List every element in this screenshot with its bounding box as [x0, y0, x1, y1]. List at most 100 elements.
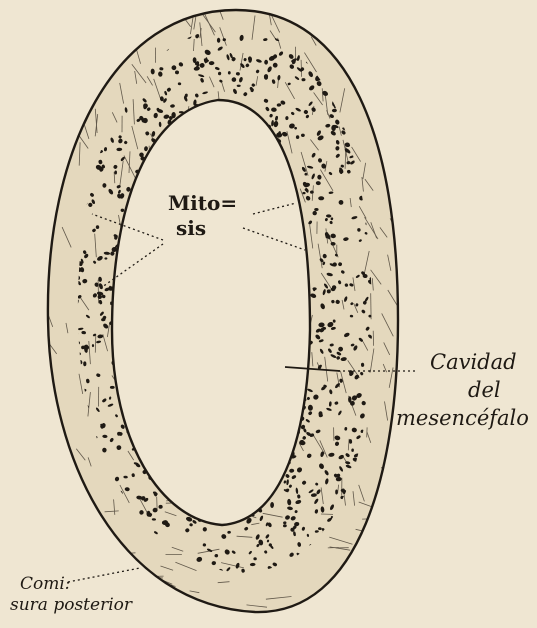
fibre-stroke	[61, 34, 68, 46]
fibre-stroke	[406, 335, 410, 357]
fibre-stroke	[98, 280, 99, 304]
fibre-stroke	[56, 115, 59, 138]
cell-nucleus	[114, 53, 119, 59]
cell-nucleus	[101, 29, 105, 32]
fibre-stroke	[404, 46, 407, 61]
cell-nucleus	[77, 113, 84, 120]
cell-nucleus	[88, 59, 93, 64]
fibre-stroke	[47, 534, 68, 535]
fibre-stroke	[407, 355, 410, 375]
cell-nucleus	[102, 64, 107, 70]
cell-nucleus	[366, 32, 372, 37]
cell-nucleus	[109, 553, 113, 558]
cell-nucleus	[156, 22, 162, 28]
cell-nucleus	[72, 503, 79, 509]
fibre-stroke	[76, 94, 77, 116]
fibre-stroke	[133, 610, 150, 616]
fibre-stroke	[365, 619, 383, 623]
cell-nucleus	[360, 51, 364, 55]
fibre-stroke	[43, 145, 44, 164]
mitosis-label-line-1: Mito=	[168, 193, 237, 213]
cell-nucleus	[314, 208, 318, 211]
fibre-stroke	[397, 562, 413, 568]
cell-nucleus	[94, 43, 98, 48]
cell-nucleus	[80, 505, 84, 509]
cell-nucleus	[370, 77, 376, 83]
fibre-stroke	[38, 323, 42, 344]
fibre-stroke	[383, 600, 407, 603]
cell-nucleus	[102, 70, 106, 74]
fibre-stroke	[124, 564, 135, 568]
fibre-stroke	[269, 616, 293, 624]
fibre-stroke	[406, 149, 409, 171]
cell-nucleus	[96, 84, 101, 90]
cell-nucleus	[351, 21, 358, 26]
fibre-stroke	[94, 585, 113, 587]
commissure-leader	[68, 568, 140, 582]
fibre-stroke	[77, 507, 92, 508]
fibre-stroke	[72, 70, 84, 86]
cell-nucleus	[358, 80, 363, 86]
fibre-stroke	[407, 591, 420, 593]
cell-nucleus	[335, 40, 342, 47]
cell-nucleus	[371, 515, 377, 522]
cell-nucleus	[375, 87, 381, 93]
cell-nucleus	[310, 25, 316, 29]
cell-nucleus	[75, 567, 82, 574]
fibre-stroke	[381, 47, 383, 56]
fibre-stroke	[362, 541, 377, 542]
commissure-label-line-2: sura posterior	[10, 597, 132, 614]
cell-nucleus	[67, 491, 72, 496]
cell-nucleus	[72, 30, 79, 37]
cell-nucleus	[110, 56, 114, 60]
cell-nucleus	[106, 60, 114, 67]
cell-nucleus	[92, 72, 98, 77]
cell-nucleus	[354, 37, 359, 41]
cell-nucleus	[356, 574, 359, 579]
cell-nucleus	[76, 574, 81, 578]
fibre-stroke	[260, 616, 279, 618]
cell-nucleus	[378, 574, 382, 578]
fibre-stroke	[254, 614, 273, 617]
cell-nucleus	[80, 61, 84, 65]
cell-nucleus	[361, 560, 365, 565]
cell-nucleus	[369, 68, 373, 72]
cell-nucleus	[373, 539, 377, 545]
cell-nucleus	[86, 69, 91, 74]
fibre-stroke	[404, 496, 412, 514]
cell-nucleus	[111, 564, 115, 568]
cell-nucleus	[112, 56, 117, 61]
fibre-stroke	[403, 114, 411, 135]
fibre-stroke	[67, 120, 74, 139]
cell-nucleus	[296, 135, 299, 139]
cell-nucleus	[126, 42, 131, 47]
cell-nucleus	[77, 489, 81, 493]
cell-nucleus	[308, 19, 315, 24]
fibre-stroke	[100, 68, 105, 78]
commissure-label-line-1: Comi:	[20, 576, 71, 593]
cell-nucleus	[349, 72, 355, 78]
cell-nucleus	[375, 74, 380, 79]
fibre-stroke	[82, 62, 85, 86]
cell-nucleus	[346, 64, 352, 70]
cell-nucleus	[116, 575, 120, 581]
cell-nucleus	[112, 39, 115, 45]
cell-nucleus	[96, 225, 99, 229]
fibre-stroke	[344, 589, 365, 596]
fibre-stroke	[58, 164, 59, 172]
cell-nucleus	[353, 31, 359, 36]
cell-nucleus	[83, 18, 89, 23]
fibre-stroke	[385, 494, 389, 510]
cell-nucleus	[375, 571, 378, 574]
cell-nucleus	[375, 127, 380, 132]
fibre-stroke	[76, 19, 78, 37]
fibre-stroke	[79, 10, 83, 34]
fibre-stroke	[356, 31, 358, 43]
cavity-label-line-2: del	[468, 380, 501, 401]
fibre-stroke	[94, 56, 101, 68]
fibre-stroke	[393, 171, 395, 186]
cell-nucleus	[85, 88, 89, 92]
fibre-stroke	[58, 532, 69, 535]
cell-nucleus	[76, 576, 80, 582]
